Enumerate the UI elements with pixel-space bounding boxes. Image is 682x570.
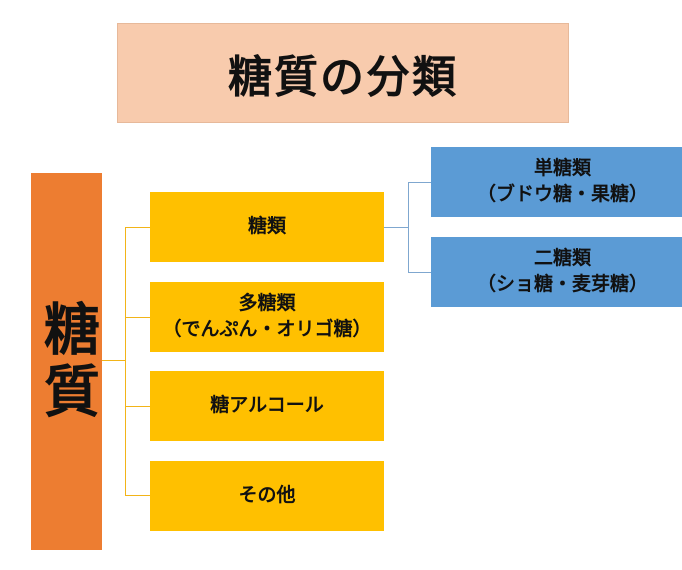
sugar-sublabel: （ショ糖・麦芽糖） <box>476 273 648 295</box>
category-node-polysaccharides: 多糖類 （でんぷん・オリゴ糖） <box>150 282 384 352</box>
category-node-sugar-alcohol: 糖アルコール <box>150 371 384 441</box>
sugar-node-monosaccharides: 単糖類 （ブドウ糖・果糖） <box>431 147 682 217</box>
category-label: 糖アルコール <box>210 394 324 417</box>
sugar-label: 単糖類 <box>533 157 591 180</box>
category-label: その他 <box>238 484 296 507</box>
category-label: 多糖類 <box>238 292 296 315</box>
root-node: 糖質 <box>31 173 102 550</box>
category-label: 糖類 <box>247 215 286 238</box>
page-title: 糖質の分類 <box>117 23 569 123</box>
category-node-other: その他 <box>150 461 384 531</box>
sugar-label: 二糖類 <box>533 247 591 270</box>
category-node-sugars: 糖類 <box>150 192 384 262</box>
sugar-node-disaccharides: 二糖類 （ショ糖・麦芽糖） <box>431 237 682 307</box>
category-sublabel: （でんぷん・オリゴ糖） <box>162 318 372 340</box>
sugar-sublabel: （ブドウ糖・果糖） <box>476 183 648 205</box>
